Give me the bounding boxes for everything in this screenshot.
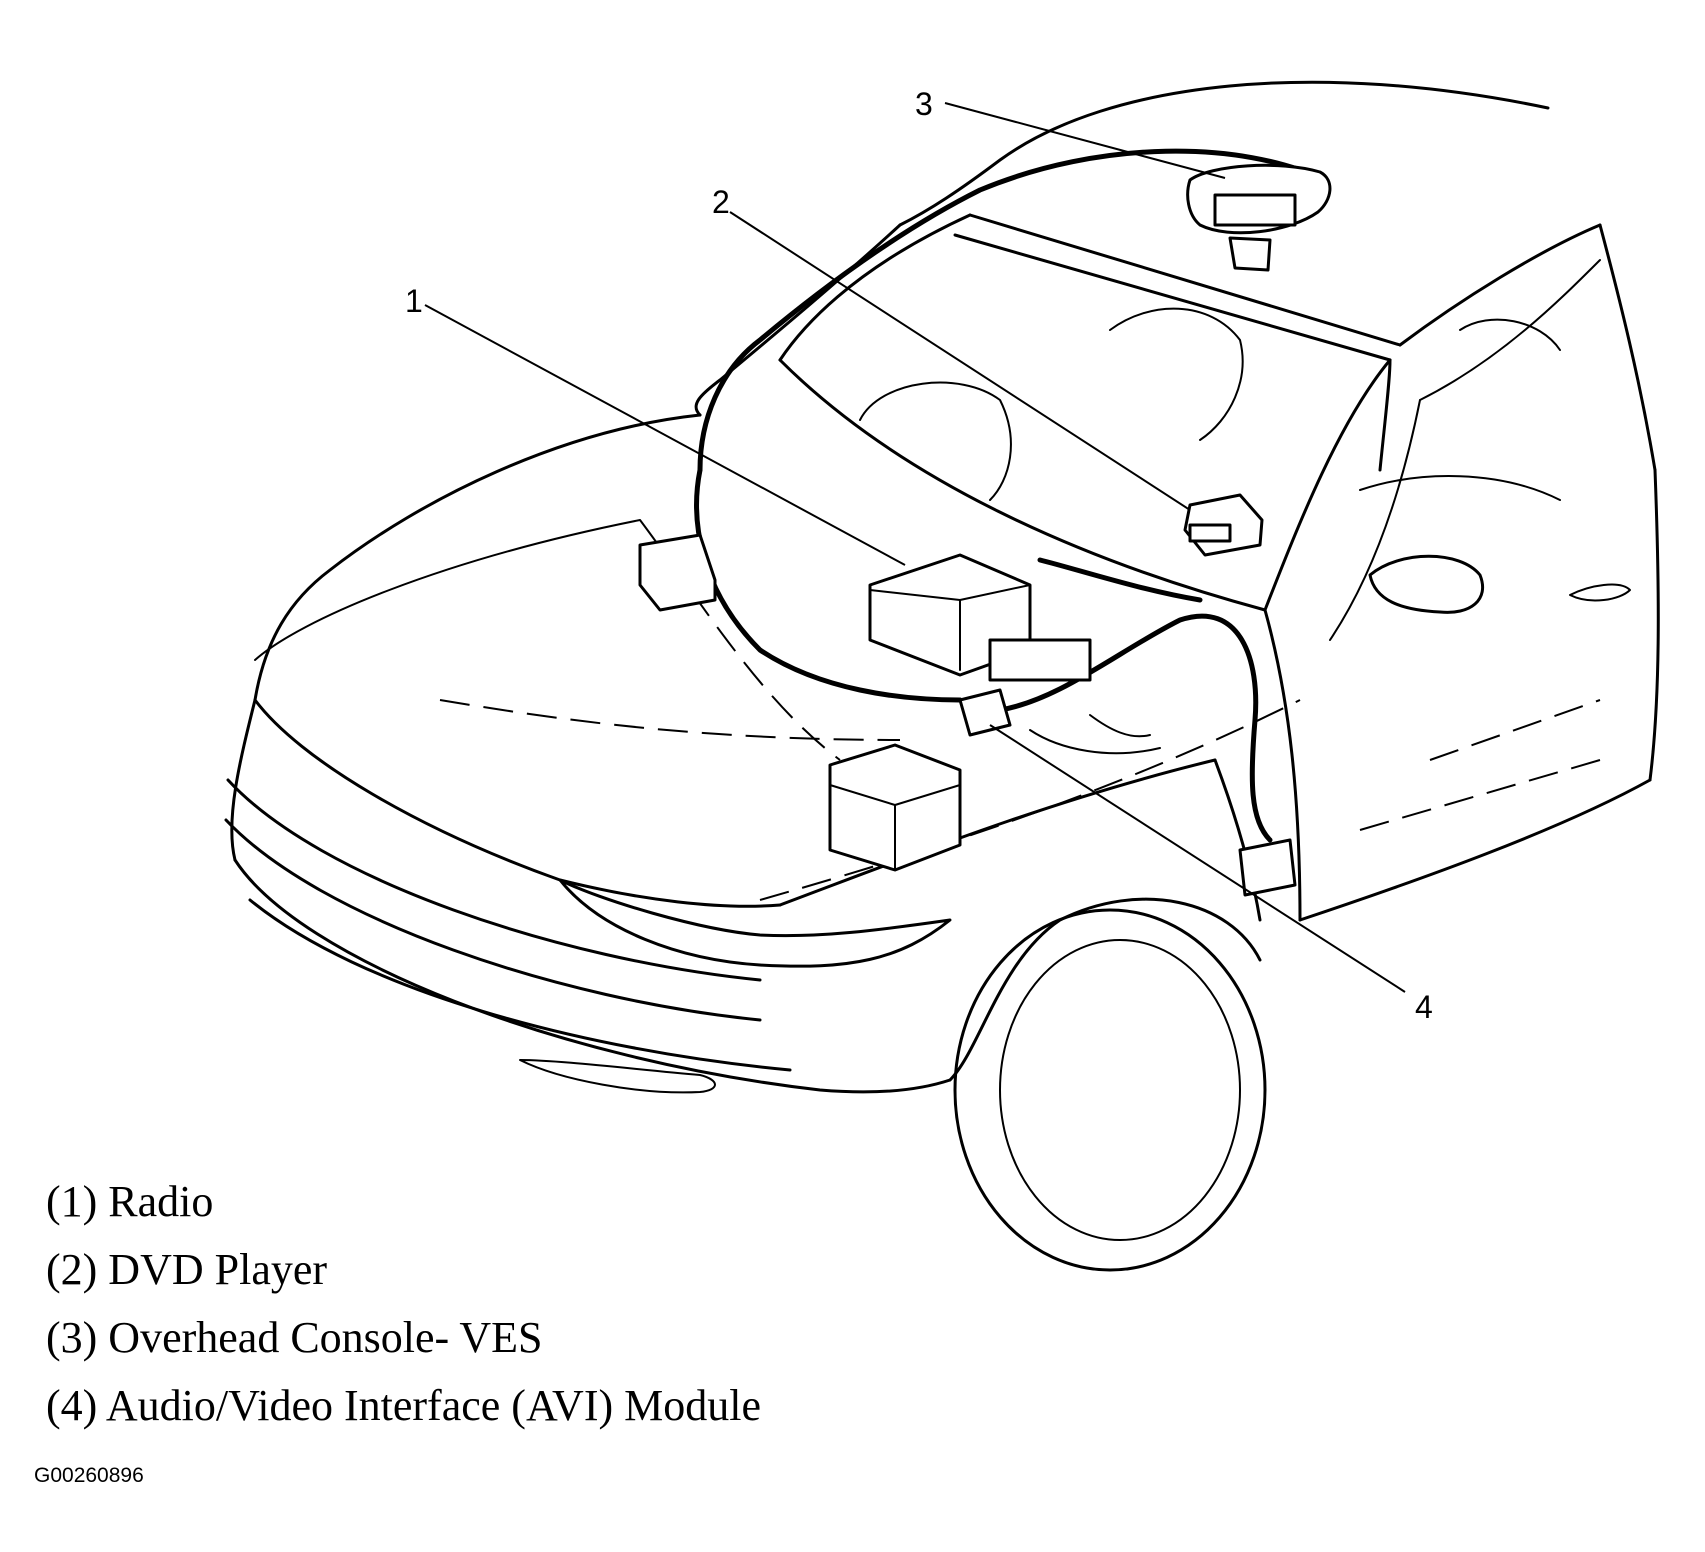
kick-panel-connector	[1238, 838, 1297, 897]
callout-4: 4	[1415, 989, 1433, 1025]
legend-item-overhead-console: (3) Overhead Console- VES	[46, 1313, 543, 1362]
legend: (1) Radio (2) DVD Player (3) Overhead Co…	[46, 1168, 761, 1440]
legend-item-avi-module: (4) Audio/Video Interface (AVI) Module	[46, 1381, 761, 1430]
overhead-console	[1186, 163, 1332, 272]
figure-id: G00260896	[34, 1464, 144, 1487]
callout-1: 1	[405, 283, 423, 319]
fuse-block	[828, 743, 962, 872]
leader-line-1	[424, 304, 906, 566]
radio	[868, 553, 1092, 682]
leader-line-3	[944, 102, 1226, 179]
legend-item-dvd-player: (2) DVD Player	[46, 1245, 328, 1294]
dvd-player	[1183, 493, 1264, 557]
car-body	[224, 80, 1660, 1272]
legend-item-radio: (1) Radio	[46, 1177, 214, 1226]
avi-module	[958, 688, 1012, 737]
callout-2: 2	[712, 184, 730, 220]
leader-line-4	[989, 724, 1406, 993]
leader-line-2	[729, 211, 1191, 511]
hood-connector	[638, 533, 717, 612]
callout-3: 3	[915, 86, 933, 122]
